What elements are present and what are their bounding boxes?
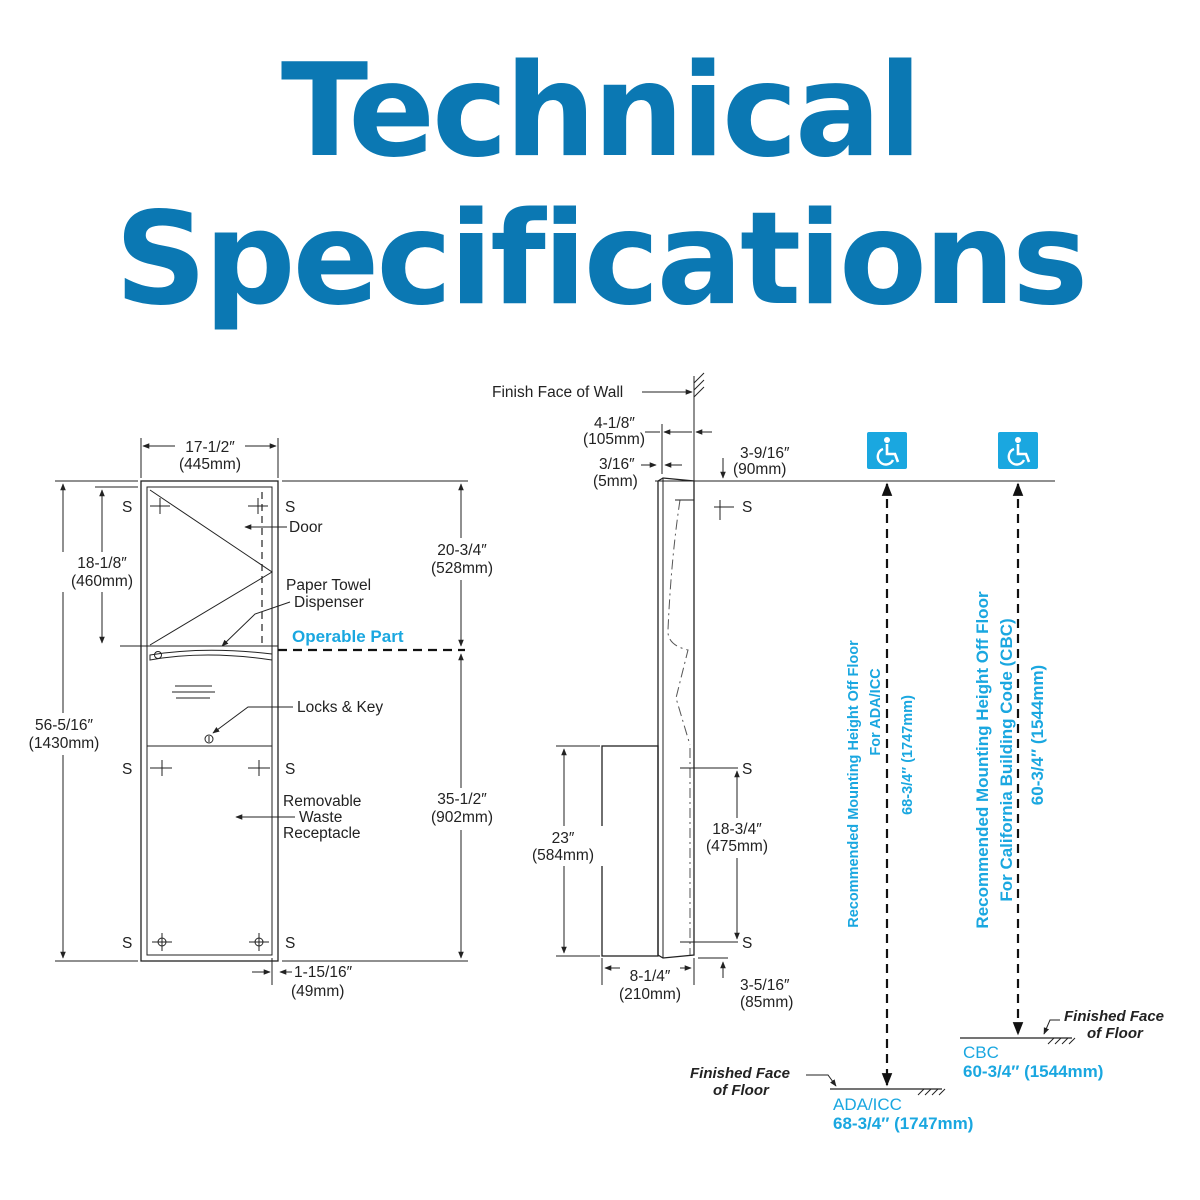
- screw-span-dimension: 18-3/4″: [712, 821, 762, 838]
- height-dimension-mm: (1430mm): [29, 735, 100, 752]
- screw-label: S: [742, 761, 752, 778]
- flange-dimension-mm: (49mm): [291, 983, 344, 1000]
- ada-floor-label: of Floor: [713, 1082, 770, 1099]
- cabinet-inner-frame: [146, 486, 273, 956]
- ada-vertical-label: For ADA/ICC: [868, 668, 884, 756]
- cbc-vertical-value: 60-3/4″ (1544mm): [1028, 665, 1047, 805]
- wheelchair-icon: [867, 432, 907, 469]
- screw-label: S: [122, 935, 132, 952]
- locks-label: Locks & Key: [297, 699, 383, 716]
- lock-icon: [204, 734, 214, 744]
- screw-label: S: [122, 761, 132, 778]
- width-dimension: 17-1/2″: [185, 439, 235, 456]
- operable-part-label: Operable Part: [292, 627, 404, 646]
- screw-label: S: [742, 499, 752, 516]
- dispenser-outlet: [149, 649, 273, 661]
- cabinet-frame: [140, 480, 279, 962]
- mounting-heights: Recommended Mounting Height Off Floor Fo…: [690, 432, 1164, 1133]
- door-height-dimension: 18-1/8″: [77, 555, 127, 572]
- ada-code-label: ADA/ICC: [833, 1095, 902, 1114]
- flange-dimension: 1-15/16″: [294, 964, 353, 981]
- screw-label: S: [122, 499, 132, 516]
- flange-thickness-dimension-mm: (5mm): [593, 473, 638, 490]
- cbc-vertical-label: Recommended Mounting Height Off Floor: [973, 591, 992, 929]
- dispenser-hidden-profile: [667, 499, 691, 746]
- wall-label: Finish Face of Wall: [492, 384, 623, 401]
- wheelchair-icon: [998, 432, 1038, 469]
- ada-vertical-value: 68-3/4″ (1747mm): [900, 695, 916, 815]
- cbc-vertical-label: For California Building Code (CBC): [997, 618, 1016, 901]
- door-height-dimension-mm: (460mm): [71, 573, 133, 590]
- bin-depth-dimension-mm: (210mm): [619, 986, 681, 1003]
- cbc-floor-label: Finished Face: [1064, 1008, 1164, 1025]
- top-to-operable-dimension-mm: (528mm): [431, 560, 493, 577]
- top-offset-dimension: 3-9/16″: [740, 445, 790, 462]
- ada-floor-label: Finished Face: [690, 1065, 790, 1082]
- dispenser-label: Paper Towel: [286, 577, 371, 594]
- title-line-2: Specifications: [114, 185, 1089, 334]
- waste-label: Receptacle: [283, 825, 361, 842]
- screw-label: S: [285, 761, 295, 778]
- bin-height-dimension: 23″: [552, 830, 575, 847]
- width-dimension-mm: (445mm): [179, 456, 241, 473]
- waste-label: Removable: [283, 793, 361, 810]
- screw-markers: [150, 498, 270, 951]
- ada-value-label: 68-3/4″ (1747mm): [833, 1114, 973, 1133]
- bottom-offset-dimension: 3-5/16″: [740, 977, 790, 994]
- waste-bin-profile: [601, 745, 659, 957]
- depth-dimension-mm: (105mm): [583, 431, 645, 448]
- screw-label: S: [285, 935, 295, 952]
- side-view: S S S Finish Face of Wall 4-1/8″ (105mm)…: [492, 372, 1055, 1011]
- front-view: S S S S S S 17-1/2″ (445mm) 56-5/16″ (14…: [26, 436, 502, 1000]
- title-line-1: Technical: [280, 37, 922, 186]
- door-label: Door: [289, 519, 323, 536]
- screw-label: S: [742, 935, 752, 952]
- operable-to-bottom-dimension-mm: (902mm): [431, 809, 493, 826]
- screw-span-dimension-mm: (475mm): [706, 838, 768, 855]
- dispenser-label: Dispenser: [294, 594, 364, 611]
- screw-label: S: [285, 499, 295, 516]
- top-offset-dimension-mm: (90mm): [733, 461, 786, 478]
- height-dimension: 56-5/16″: [35, 717, 94, 734]
- depth-dimension: 4-1/8″: [594, 415, 635, 432]
- bin-height-dimension-mm: (584mm): [532, 847, 594, 864]
- waste-label: Waste: [299, 809, 342, 826]
- flange-thickness-dimension: 3/16″: [599, 456, 635, 473]
- operable-to-bottom-dimension: 35-1/2″: [437, 791, 487, 808]
- cbc-value-label: 60-3/4″ (1544mm): [963, 1062, 1103, 1081]
- door-swing-lines: [149, 489, 273, 646]
- top-to-operable-dimension: 20-3/4″: [437, 542, 487, 559]
- bottom-offset-dimension-mm: (85mm): [740, 994, 793, 1011]
- lock-circle-top: [154, 651, 162, 659]
- cbc-floor-label: of Floor: [1087, 1025, 1144, 1042]
- wall-hatch: [693, 372, 705, 398]
- ada-vertical-label: Recommended Mounting Height Off Floor: [846, 640, 862, 928]
- cbc-code-label: CBC: [963, 1043, 999, 1062]
- bin-depth-dimension: 8-1/4″: [630, 968, 671, 985]
